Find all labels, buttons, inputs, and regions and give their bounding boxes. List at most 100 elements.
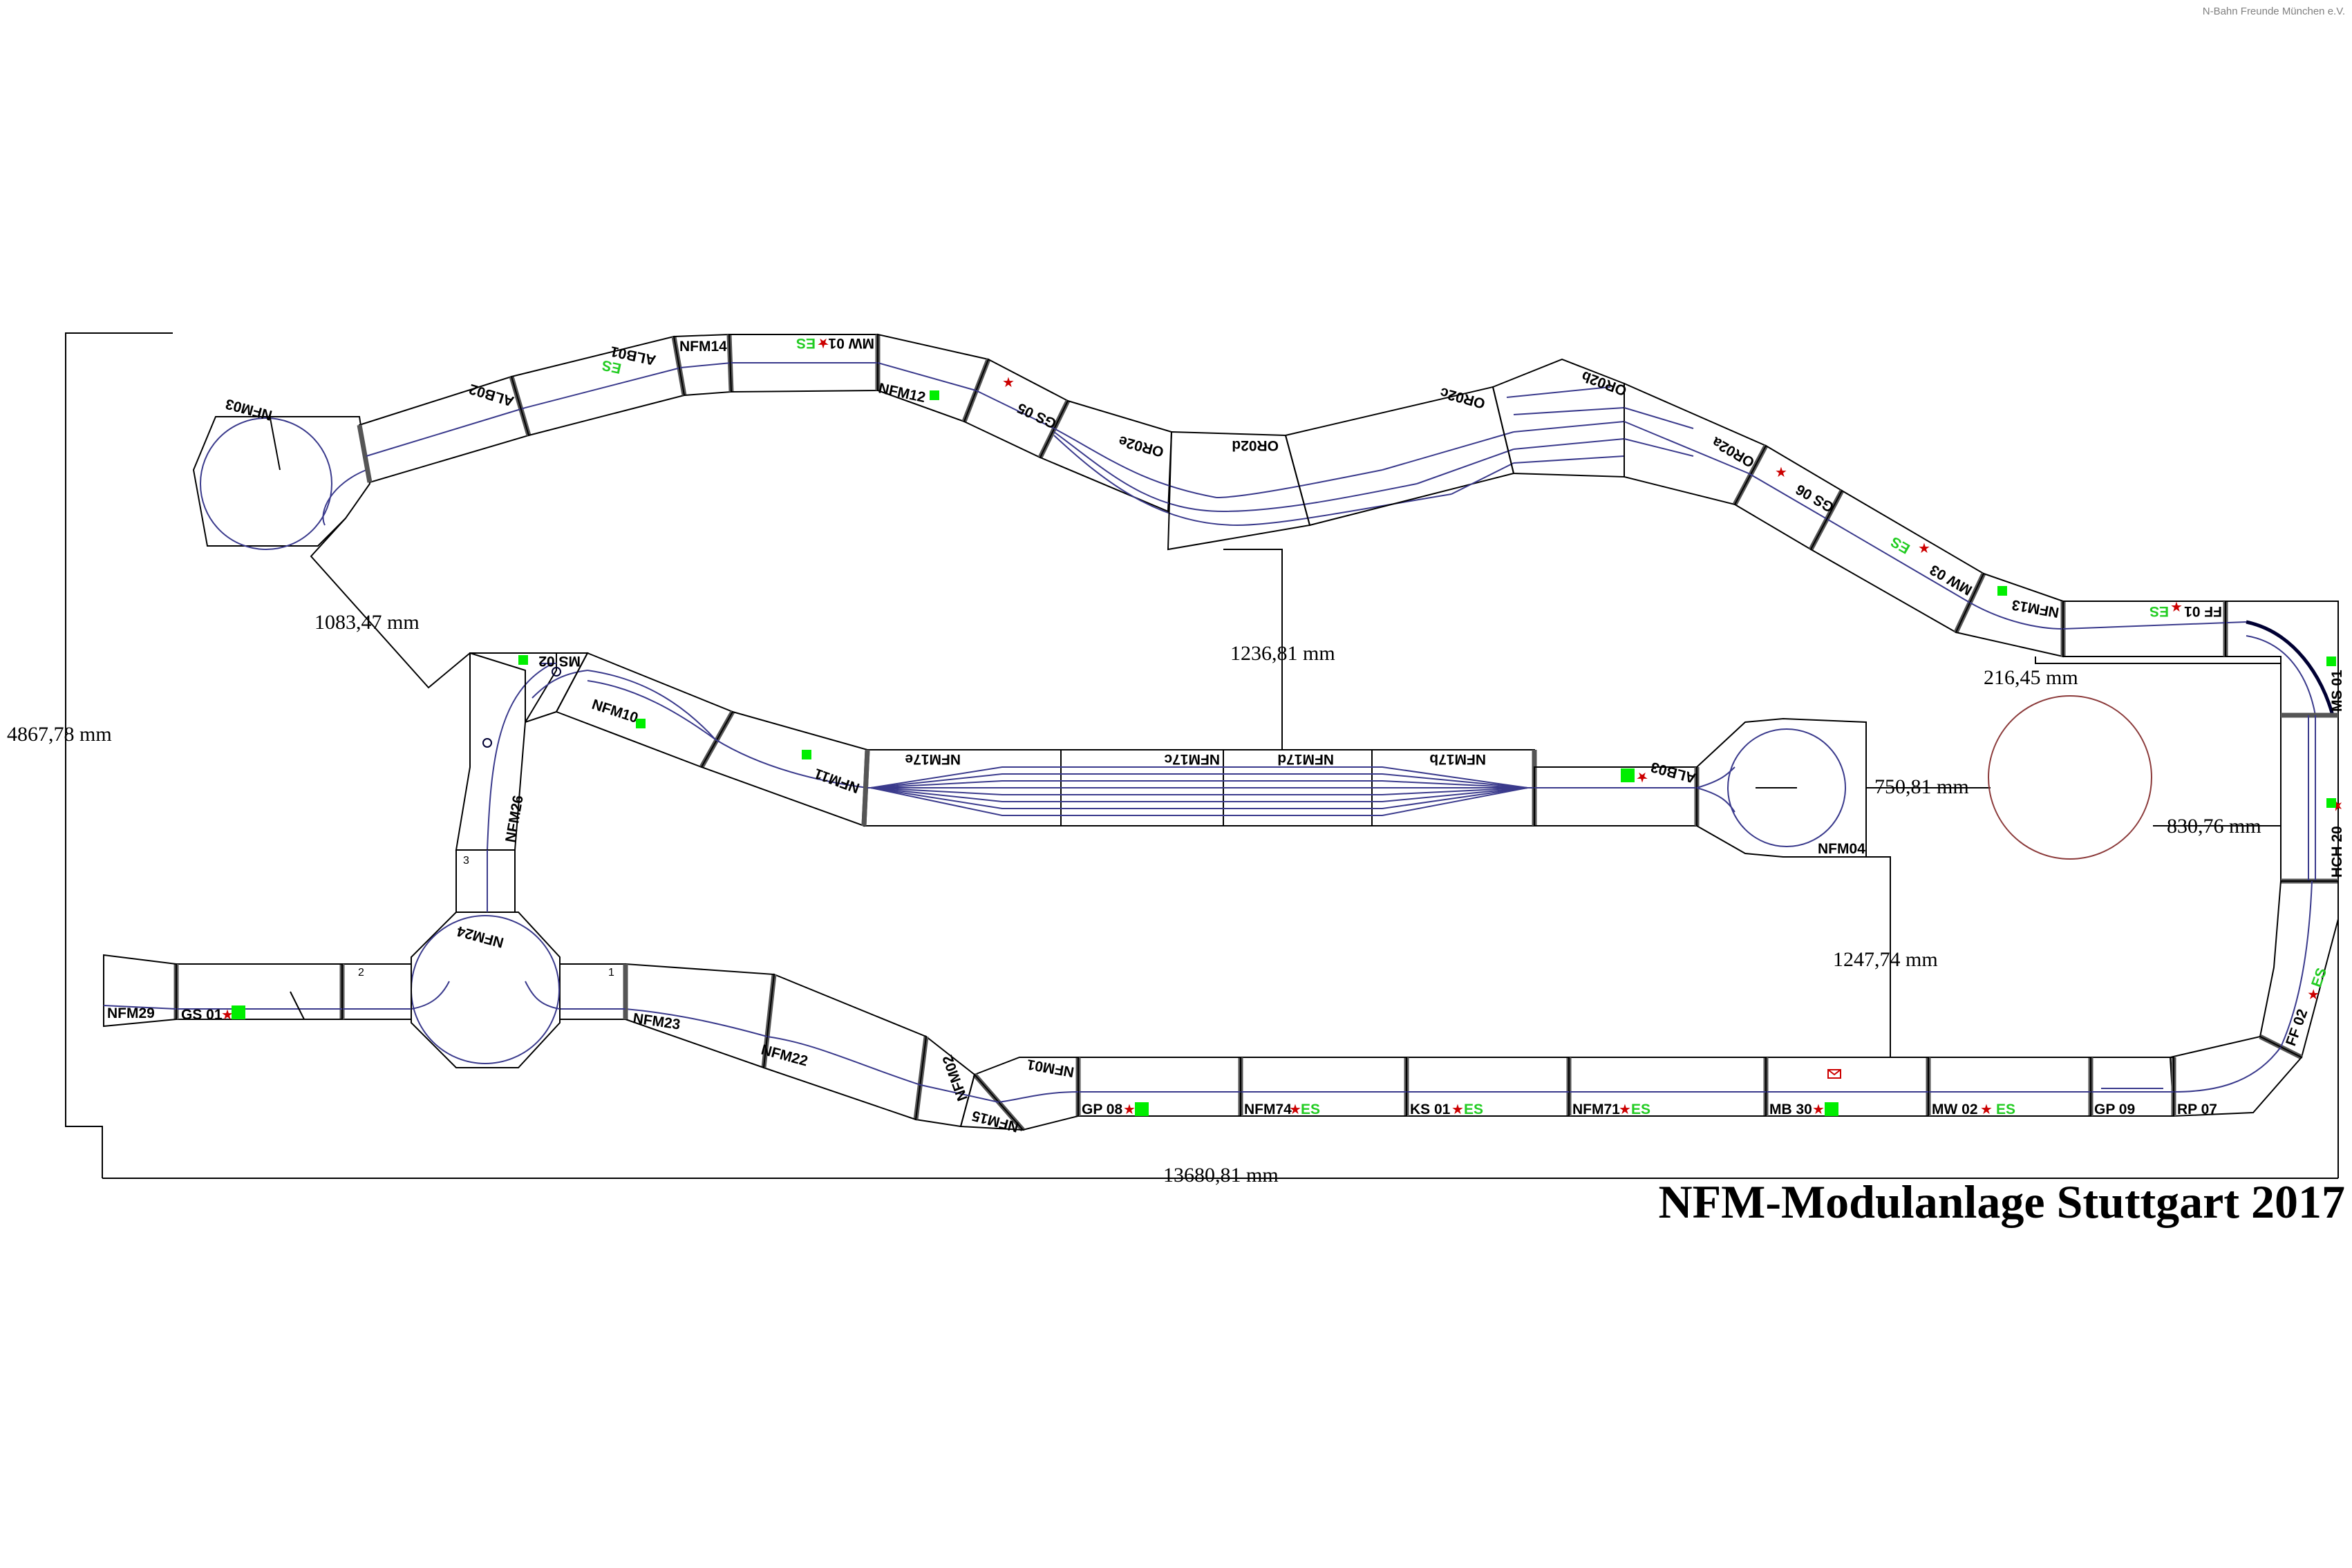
bottom-route [103,911,2174,1132]
star-nfm74: ★ [1289,1101,1301,1117]
overall-outline [65,332,173,1178]
loop-circle-nfm03 [200,417,332,550]
module-stub-1 [559,963,626,1020]
star-nfm71: ★ [1619,1101,1631,1117]
label-nfm03: NFM03 [224,395,274,423]
label-n2: 2 [358,967,364,979]
label-es-mw02: ES [1996,1102,2015,1117]
dim-line-d3 [2035,657,2281,664]
label-nfm10: NFM10 [590,697,640,726]
module-alb01 [510,335,686,437]
label-nfm17e: NFM17e [905,751,961,767]
label-or02b: OR02b [1579,368,1628,399]
label-nfm04: NFM04 [1818,841,1865,857]
star-ff01: ★ [2170,598,2183,615]
star-mb30: ★ [1812,1101,1825,1117]
label-nfm74: NFM74 [1244,1102,1292,1117]
label-n3: 3 [463,855,469,867]
marker-gs01 [232,1005,245,1019]
loop-circle-nfm04 [1727,728,1846,847]
module-nfm29 [103,954,177,1028]
dim-d2: 1236,81 mm [1230,642,1335,665]
label-es-nfm74: ES [1301,1102,1320,1117]
label-nfm71: NFM71 [1572,1102,1620,1117]
star-gp08: ★ [1123,1101,1136,1117]
label-es-ks01: ES [1464,1102,1483,1117]
label-nfm12: NFM12 [877,380,927,406]
inner-route [455,652,1867,913]
label-nfm01: NFM01 [1026,1056,1075,1080]
label-nfm15: NFM15 [970,1107,1021,1135]
label-gp08: GP 08 [1082,1102,1122,1117]
module-rp07 [2169,1035,2303,1117]
label-nfm17d: NFM17d [1277,751,1334,767]
dim-line-d2 [1223,549,1283,750]
dim-d1: 1083,47 mm [314,611,420,634]
label-mw03: MW 03 [1927,561,1975,598]
label-or02d: OR02d [1232,437,1279,453]
marker-ms02 [518,655,528,665]
label-rp07: RP 07 [2177,1102,2217,1117]
star-mw02: ★ [1980,1101,1993,1117]
dim-d4: 750,81 mm [1874,775,1969,798]
label-ff02: FF 02 [2283,1007,2311,1048]
marker-nfm10 [636,719,646,728]
label-hch20: HCH 20 [2329,826,2345,878]
label-nfm11: NFM11 [812,765,862,796]
label-nfm26: NFM26 [502,794,527,844]
marker-nfm12 [930,390,939,400]
label-alb03: ALB03 [1649,759,1697,786]
label-n1: 1 [608,967,614,979]
marker-nfm13 [1997,586,2007,596]
star-ks01: ★ [1451,1101,1464,1117]
label-nfm23: NFM23 [632,1010,681,1032]
label-nfm14: NFM14 [679,339,727,355]
label-nfm13: NFM13 [2011,596,2060,621]
marker-alb03 [1621,768,1635,782]
dim-line-d1 [310,518,471,689]
label-ms02: MS 02 [538,653,581,669]
label-gs01: GS 01 [181,1007,223,1023]
label-mw01: MW 01 [828,335,874,351]
module-or02e [1039,399,1173,513]
marker-ms01 [2326,657,2336,666]
star-gs01: ★ [221,1006,234,1023]
label-ff01: FF 01 [2184,603,2222,619]
dim-line-d6 [1866,856,1891,1057]
marker-hch20 [2326,798,2336,808]
dim-d3: 216,45 mm [1984,666,2078,689]
plan-title: NFM-Modulanlage Stuttgart 2017 [1658,1175,2345,1228]
label-gs05: GS 05 [1015,399,1059,431]
label-or02c: OR02c [1438,384,1487,412]
envelope-icon [1827,1069,1841,1079]
module-nfm10 [555,652,734,768]
star-mw01: ★ [817,335,829,352]
label-es-alb01: ES [601,357,623,376]
module-mw03 [1809,489,1985,634]
module-ms01 [2225,601,2339,716]
label-nfm02: NFM02 [940,1053,971,1104]
brown-circle [1988,695,2152,860]
curve-ms01 [2246,620,2335,716]
label-gp09: GP 09 [2094,1102,2135,1117]
star-gs05: ★ [1002,374,1015,390]
module-nfm22 [762,973,928,1121]
dim-width: 13680,81 mm [1163,1164,1279,1187]
module-nfm11 [700,710,869,827]
label-es-ff01: ES [2149,603,2169,619]
module-ms02 [469,652,589,724]
label-es-nfm71: ES [1631,1102,1650,1117]
dimension-lines [310,518,2281,1057]
label-alb02: ALB02 [467,381,516,409]
module-stub-3 [455,849,516,913]
label-nfm29: NFM29 [107,1005,155,1021]
star-gs06: ★ [1775,464,1787,480]
dim-d5: 830,76 mm [2167,815,2261,838]
label-nfm22: NFM22 [760,1042,809,1070]
label-mb30: MB 30 [1769,1102,1812,1117]
module-nfm26 [455,652,557,851]
star-alb03: ★ [1636,769,1648,786]
label-es-ff02: ES [2308,966,2330,990]
module-gs05 [963,358,1069,459]
